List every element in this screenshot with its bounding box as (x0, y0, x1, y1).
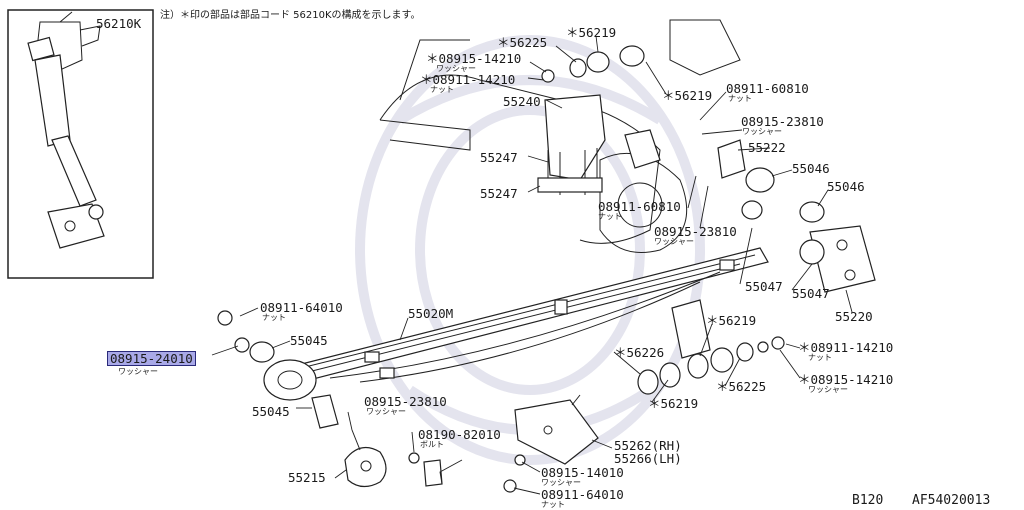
part-label[interactable]: 55047 (745, 279, 783, 294)
footer-code-left: B120 (852, 493, 884, 508)
part-label[interactable]: 55262(RH) (614, 438, 682, 453)
part-sublabel: ワッシャー (366, 407, 406, 416)
part-sublabel: ナット (598, 212, 622, 221)
leader-lines (211, 35, 853, 495)
part-label[interactable]: ＊56219 (662, 88, 713, 103)
part-label[interactable]: ＊08915-14210 (426, 51, 522, 66)
axle-housing-drawing (379, 19, 741, 359)
part-label[interactable]: ＊56226 (614, 345, 665, 360)
leaf-spring-drawing (263, 247, 769, 401)
part-label[interactable]: ＊56219 (706, 313, 757, 328)
part-sublabel: ナット (541, 500, 565, 509)
part-label[interactable]: 08915-23810 (741, 114, 824, 129)
part-sublabel: ワッシャー (541, 478, 581, 487)
part-sublabel: ナット (430, 85, 454, 94)
part-label[interactable]: 08915-14010 (541, 465, 624, 480)
shock-absorber-drawing (27, 11, 105, 249)
part-label[interactable]: 55247 (480, 186, 518, 201)
part-label[interactable]: 55046 (827, 179, 865, 194)
part-label[interactable]: 08911-60810 (726, 81, 809, 96)
part-sublabel: ナット (262, 313, 286, 322)
part-label[interactable]: 55020M (408, 306, 454, 321)
part-label[interactable]: ＊56225 (716, 379, 767, 394)
part-label[interactable]: ＊08911-14210 (420, 72, 516, 87)
part-sublabel: ナット (808, 353, 832, 362)
part-label[interactable]: ＊56225 (497, 35, 548, 50)
part-sublabel: ナット (728, 94, 752, 103)
part-label[interactable]: 55046 (792, 161, 830, 176)
part-label[interactable]: 08911-60810 (598, 199, 681, 214)
part-label[interactable]: 08915-23810 (654, 224, 737, 239)
part-label[interactable]: 08190-82010 (418, 427, 501, 442)
part-label[interactable]: 08911-64010 (541, 487, 624, 502)
part-label[interactable]: 55220 (835, 309, 873, 324)
part-label[interactable]: ＊56219 (566, 25, 617, 40)
part-label[interactable]: 55215 (288, 470, 326, 485)
part-label[interactable]: 55045 (252, 404, 290, 419)
bushing-group-drawing (541, 45, 785, 395)
part-label[interactable]: ＊08915-14210 (798, 372, 894, 387)
part-label[interactable]: 08911-64010 (260, 300, 343, 315)
inset-label: 56210K (96, 16, 142, 31)
inset-frame (7, 9, 154, 279)
part-sublabel: ワッシャー (808, 385, 848, 394)
front-hanger-drawing (217, 310, 599, 493)
rear-shackle-drawing (717, 139, 876, 293)
part-label[interactable]: ＊08911-14210 (798, 340, 894, 355)
part-label[interactable]: 55266(LH) (614, 451, 682, 466)
part-label[interactable]: 55247 (480, 150, 518, 165)
part-label[interactable]: 55045 (290, 333, 328, 348)
part-label[interactable]: 55240 (503, 94, 541, 109)
part-label[interactable]: 55047 (792, 286, 830, 301)
part-sublabel: ボルト (420, 440, 444, 449)
part-sublabel: ワッシャー (742, 127, 782, 136)
part-sublabel: ワッシャー (436, 64, 476, 73)
part-label-highlighted[interactable]: 08915-24010 (107, 351, 196, 366)
footer-code-right: AF54020013 (912, 493, 991, 508)
part-label[interactable]: 08915-23810 (364, 394, 447, 409)
part-sublabel: ワッシャー (654, 237, 694, 246)
part-sublabel: ワッシャー (118, 367, 158, 376)
part-label[interactable]: ＊56219 (648, 396, 699, 411)
header-note: 注）＊印の部品は部品コード 56210Kの構成を示します。 (160, 10, 421, 21)
part-label[interactable]: 55222 (748, 140, 786, 155)
